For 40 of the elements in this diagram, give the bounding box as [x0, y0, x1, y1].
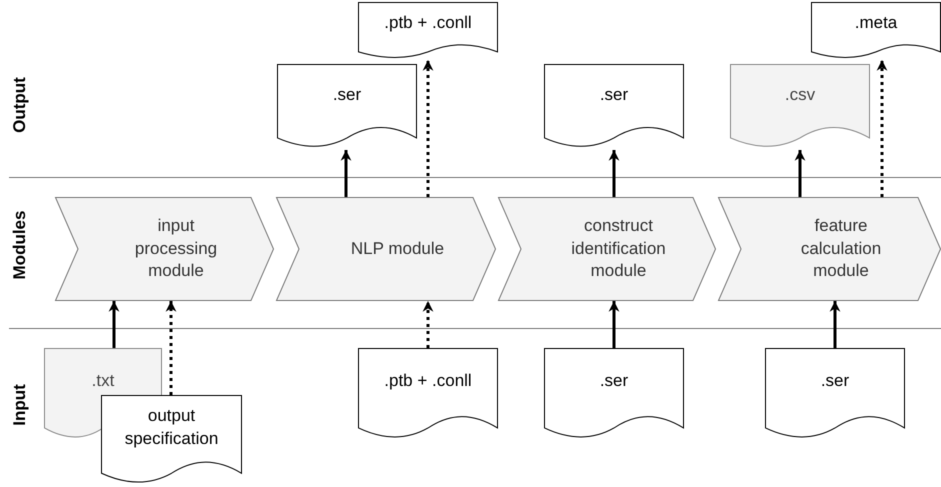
- document-shape: [358, 2, 498, 58]
- document-shape: [277, 64, 417, 147]
- file-label: .meta: [854, 12, 898, 34]
- file-label: .ser: [600, 84, 628, 106]
- document-shape: [544, 64, 684, 147]
- row-label: Input: [10, 384, 30, 426]
- arrow: [422, 60, 434, 197]
- row-label: Modules: [10, 210, 30, 280]
- file-label: .ser: [332, 84, 362, 106]
- document-shape: [811, 2, 941, 58]
- file-label: .ser: [820, 370, 850, 392]
- process-step: [498, 197, 716, 301]
- document-shape: [358, 348, 498, 438]
- file-label: .ser: [600, 370, 628, 392]
- file-label: .txt: [92, 370, 114, 392]
- module-label: feature calculation module: [800, 214, 882, 282]
- process-step: [276, 197, 496, 301]
- process-step: [718, 197, 941, 301]
- file-label: .ptb + .conll: [384, 370, 472, 392]
- file-label: .ptb + .conll: [384, 12, 472, 34]
- module-label: input processing module: [134, 214, 218, 282]
- process-step: [54, 197, 274, 301]
- document-shape: [730, 64, 870, 147]
- document-shape: [101, 395, 242, 483]
- arrow: [340, 150, 352, 197]
- document-shape: [544, 348, 684, 438]
- arrow: [608, 301, 620, 348]
- module-label: NLP module: [350, 238, 444, 260]
- file-label: .csv: [784, 84, 816, 106]
- row-label: Output: [10, 77, 30, 133]
- arrow: [876, 60, 888, 197]
- file-label: output specification: [124, 404, 220, 450]
- arrow: [794, 150, 806, 197]
- arrow: [422, 301, 434, 348]
- document-shape: [765, 348, 905, 438]
- arrow: [108, 301, 120, 348]
- arrow: [608, 150, 620, 197]
- module-label: construct identification module: [570, 214, 667, 282]
- arrow: [830, 301, 840, 348]
- arrow: [166, 301, 176, 395]
